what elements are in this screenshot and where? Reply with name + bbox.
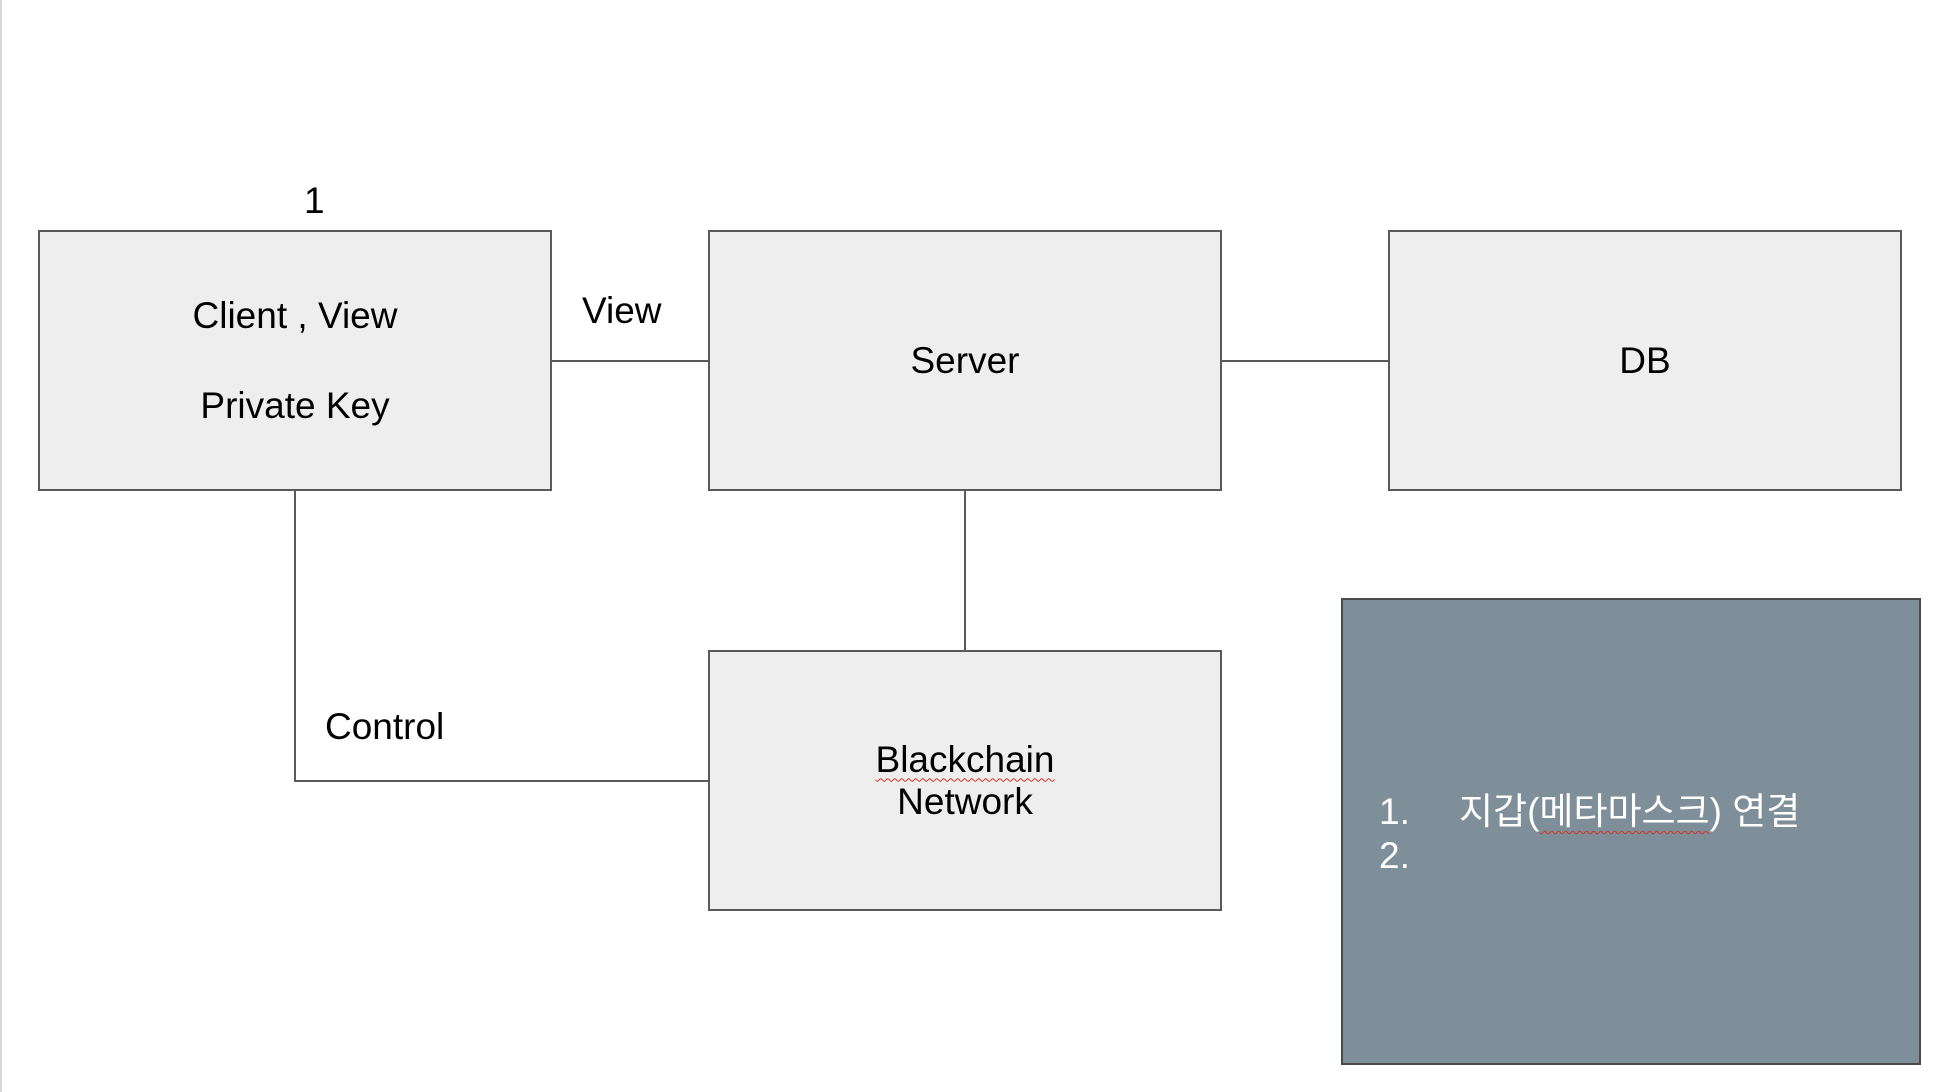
notes-list-item: 2. [1379,834,1800,878]
server-node[interactable]: Server [708,230,1222,491]
client-node[interactable]: Client , View Private Key [38,230,552,491]
list-item-number: 2. [1379,835,1410,876]
list-item-number: 1. [1379,791,1410,832]
edge-label-view: View [582,290,662,331]
edge-client-chain [294,491,708,782]
client-node-subtitle: Private Key [200,384,390,426]
edge-label-control: Control [325,706,445,747]
step-number-label: 1 [304,180,325,221]
list-item-prefix: 지갑( [1459,791,1540,832]
blockchain-node-label-misspelled: Blackchain [875,738,1055,780]
db-node[interactable]: DB [1388,230,1902,491]
list-item-text: 지갑(메타마스크) 연결 [1459,790,1800,834]
list-item-underlined: 메타마스크 [1539,791,1710,832]
notes-list-item: 1. 지갑(메타마스크) 연결 [1379,790,1800,834]
client-node-title: Client , View [192,294,398,336]
notes-list: 1. 지갑(메타마스크) 연결 2. [1379,790,1800,878]
blockchain-node[interactable]: Blackchain Network [708,650,1222,911]
notes-box[interactable]: 1. 지갑(메타마스크) 연결 2. [1341,598,1921,1065]
list-item-suffix: ) 연결 [1709,791,1801,832]
db-node-label: DB [1619,339,1671,381]
blockchain-node-label: Blackchain Network [876,739,1055,823]
server-node-label: Server [910,339,1020,381]
blockchain-node-label-rest: Network [897,780,1033,822]
